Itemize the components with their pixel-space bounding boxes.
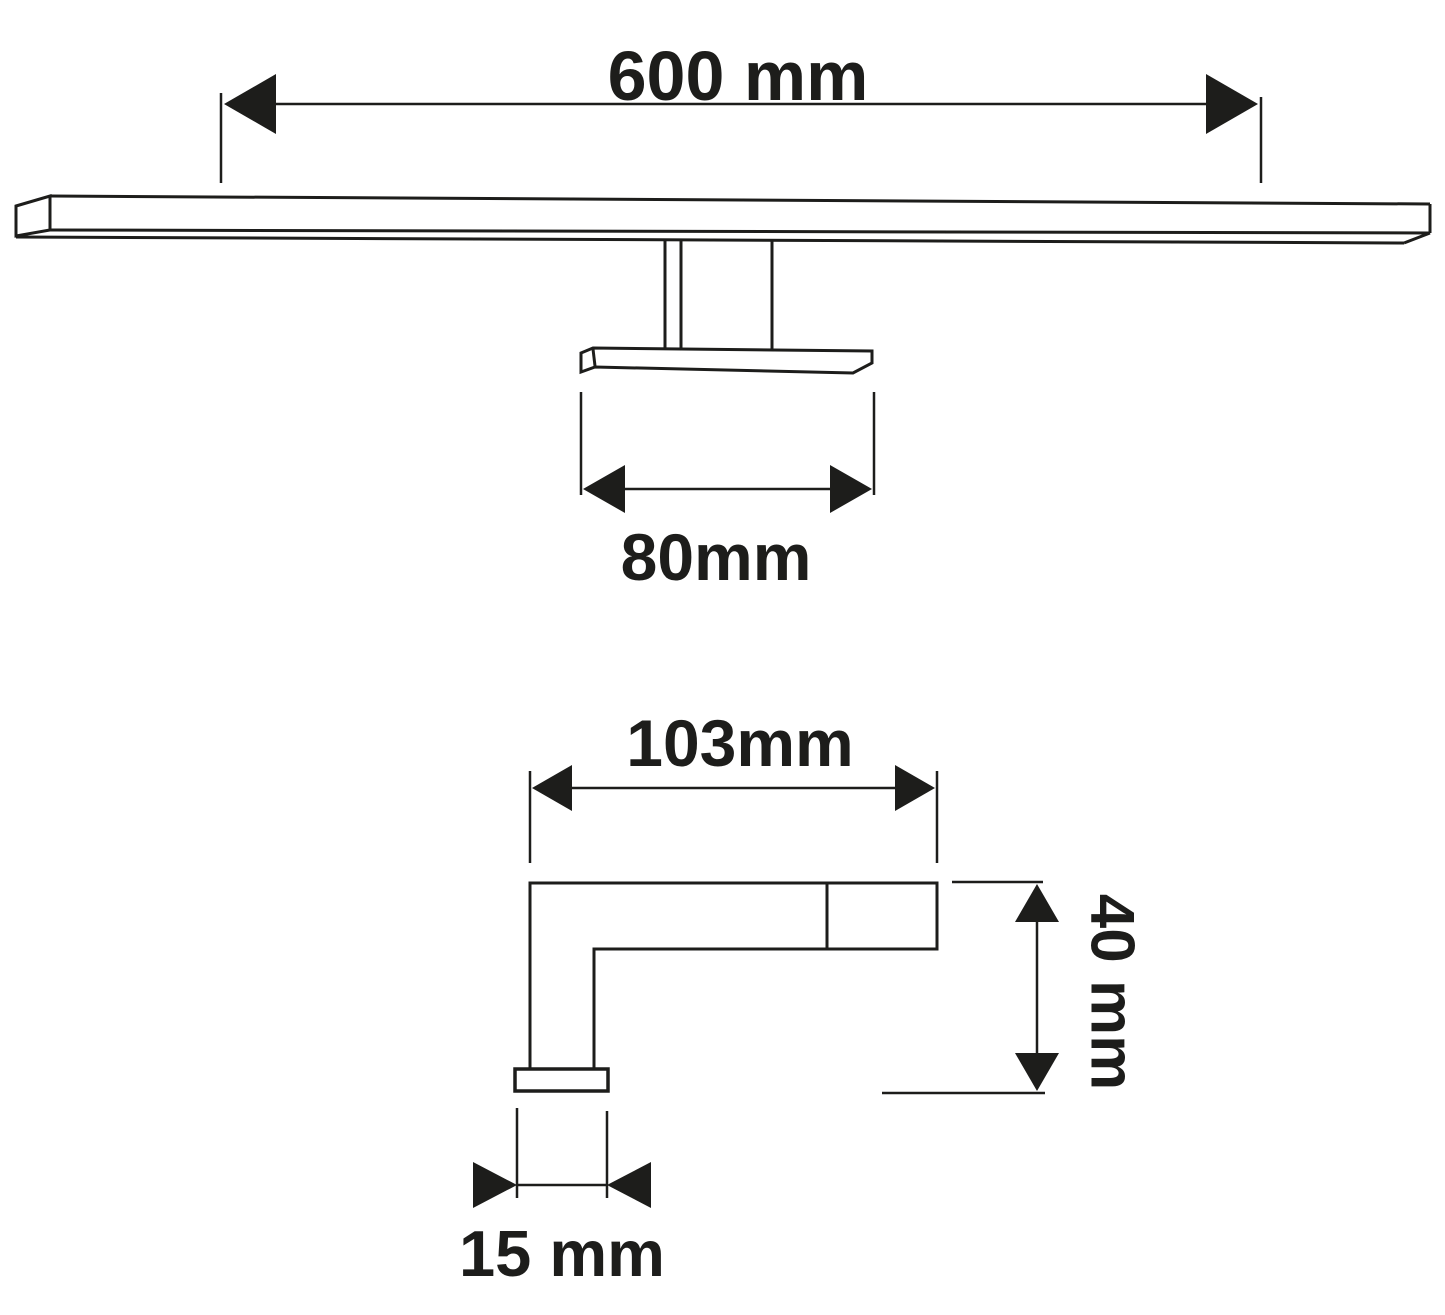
- dimension-label-foot-width: 15 mm: [459, 1217, 665, 1290]
- dimension-label-bracket-height: 40 mm: [1078, 894, 1147, 1090]
- dimension-bar-width: 600 mm: [219, 37, 1263, 183]
- dimension-plate-width: 80mm: [579, 392, 876, 594]
- side-view: 103mm 40 mm: [459, 706, 1146, 1290]
- dimension-arm-depth: 103mm: [528, 706, 939, 863]
- arrow-right-icon: [830, 465, 872, 513]
- plate-left-cap-edge: [591, 348, 597, 367]
- plate-outline: [579, 346, 874, 375]
- bar-right-bevel: [1403, 231, 1431, 245]
- light-bar: [14, 193, 1432, 245]
- dimension-foot-width: 15 mm: [459, 1108, 665, 1290]
- arrow-right-icon: [1206, 74, 1258, 134]
- bar-front-edge: [49, 228, 1431, 235]
- arrow-left-icon: [583, 465, 625, 513]
- front-view: 600 mm: [14, 37, 1432, 594]
- arrow-left-icon: [224, 74, 276, 134]
- arrow-up-icon: [1015, 884, 1059, 922]
- mounting-plate: [579, 346, 874, 375]
- bar-left-end-cap: [14, 193, 52, 238]
- arrow-left-icon: [532, 765, 572, 811]
- dimension-bracket-height: 40 mm: [882, 880, 1147, 1095]
- dimension-label-bar-width: 600 mm: [608, 37, 869, 115]
- mounting-stem: [663, 240, 774, 351]
- arrow-right-icon: [895, 765, 935, 811]
- bar-bottom-edge: [15, 235, 1405, 245]
- bracket-foot: [513, 1067, 610, 1093]
- dimension-label-arm-depth: 103mm: [626, 706, 854, 780]
- bracket-profile: [513, 881, 939, 1093]
- arrow-down-icon: [1015, 1053, 1059, 1091]
- arrow-inward-left-icon: [473, 1162, 517, 1208]
- bracket-outline: [528, 881, 939, 1069]
- arrow-inward-right-icon: [607, 1162, 651, 1208]
- bar-top-edge: [49, 194, 1431, 206]
- dimension-label-plate-width: 80mm: [621, 520, 812, 594]
